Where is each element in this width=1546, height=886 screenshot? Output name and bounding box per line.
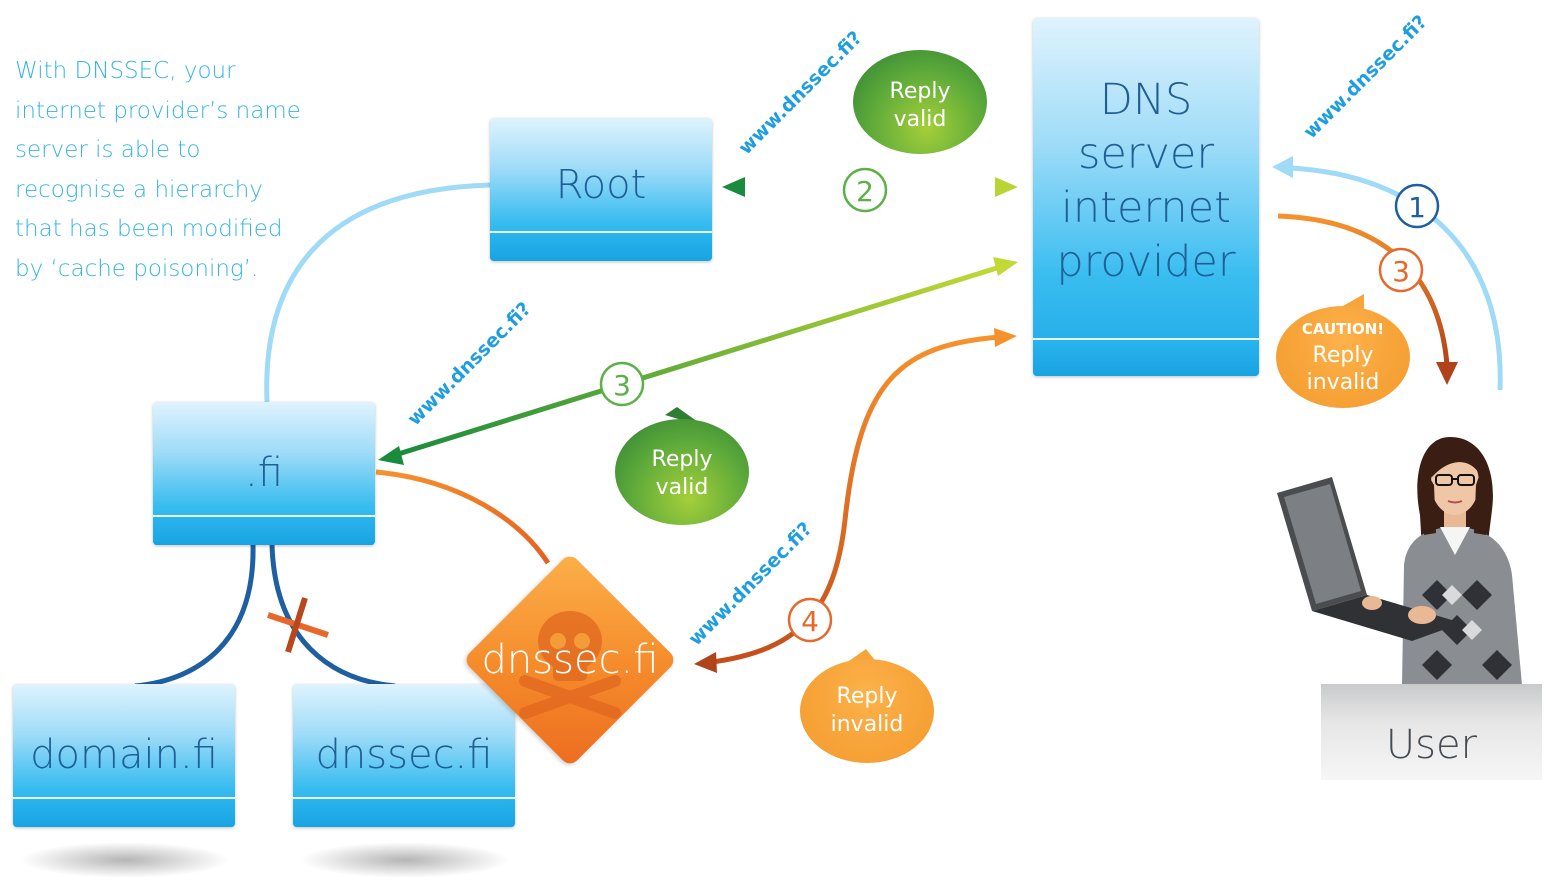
fi-dnssec-connector: [269, 544, 396, 689]
arrowhead-to-fake: [694, 652, 717, 673]
arrow-fake-dns: [711, 334, 1001, 665]
step-3-green-label: 3: [613, 369, 631, 402]
step-3-orange-label: 3: [1392, 255, 1410, 288]
fi-fake-connector: [375, 469, 551, 565]
arrowhead-to-fi: [378, 446, 404, 465]
reply-invalid-user-bubble: CAUTION! Reply invalid: [1276, 292, 1410, 408]
reply-invalid-user-line1: Reply: [1312, 343, 1374, 368]
skull-icon: [519, 611, 621, 719]
domain-fi-node: domain.fi: [13, 684, 235, 827]
domain-fi-label: domain.fi: [30, 732, 218, 778]
root-label: Root: [555, 162, 647, 208]
arrowhead-to-dns-low: [994, 328, 1017, 347]
step-3-green-circle: 3: [599, 361, 645, 407]
step-2-circle: 2: [842, 167, 888, 213]
arrowhead-to-dns-top: [995, 177, 1018, 197]
step-4-circle: 4: [787, 597, 833, 643]
reply-valid-top-line1: Reply: [889, 79, 951, 104]
broken-link-x-b: [285, 597, 308, 653]
dns-line-2: server: [1077, 129, 1215, 179]
reply-valid-mid-line1: Reply: [651, 447, 713, 472]
dns-server-label: DNS server internet provider: [1033, 73, 1259, 289]
reply-valid-top-line2: valid: [893, 107, 947, 132]
reply-invalid-low-bubble: Reply invalid: [800, 645, 934, 763]
user-pedestal: User: [1321, 684, 1542, 780]
intro-text: With DNSSEC, your internet provider’s na…: [15, 58, 301, 282]
fi-node: .fi: [153, 402, 375, 545]
root-fi-connector: [264, 182, 491, 403]
user-label: User: [1385, 722, 1478, 768]
dns-line-3: internet: [1060, 183, 1231, 233]
domain-fi-shadow: [20, 842, 230, 878]
reply-valid-mid-line2: valid: [655, 475, 709, 500]
reply-invalid-low-line2: invalid: [830, 712, 904, 737]
step-3-orange-circle: 3: [1378, 247, 1424, 293]
dns-server-node: DNS server internet provider: [1033, 18, 1259, 376]
step-4-label: 4: [801, 605, 819, 638]
arrowhead-user-to-dns: [1272, 156, 1293, 178]
dnssec-fi-shadow: [300, 842, 510, 878]
dns-line-1: DNS: [1099, 75, 1193, 125]
user-with-laptop-icon: [1277, 437, 1522, 685]
dnssec-fi-node: dnssec.fi: [293, 684, 515, 827]
dns-line-4: provider: [1056, 237, 1236, 287]
arrowhead-to-dns-mid: [993, 257, 1018, 276]
fake-dnssec-label: dnssec.fi: [481, 637, 659, 683]
arrowhead-dns-to-user: [1436, 362, 1458, 385]
arrowhead-to-root: [722, 177, 745, 197]
reply-invalid-low-line1: Reply: [836, 684, 898, 709]
root-node: Root: [490, 118, 712, 261]
reply-valid-top-bubble: Reply valid: [853, 50, 987, 170]
fi-domain-connector: [134, 544, 256, 689]
step-2-label: 2: [856, 175, 874, 208]
arrow-user-dns: [1289, 165, 1503, 391]
fi-label: .fi: [245, 450, 283, 496]
reply-valid-mid-bubble: Reply valid: [615, 405, 749, 525]
dnssec-fi-label: dnssec.fi: [315, 732, 493, 778]
step-1-label: 1: [1408, 191, 1426, 224]
arrow-fi-dns: [394, 264, 1001, 458]
step-1-circle: 1: [1394, 183, 1440, 229]
reply-invalid-caution: CAUTION!: [1301, 320, 1385, 338]
fake-dnssec-node: dnssec.fi: [462, 552, 678, 768]
reply-invalid-user-line2: invalid: [1306, 370, 1380, 395]
